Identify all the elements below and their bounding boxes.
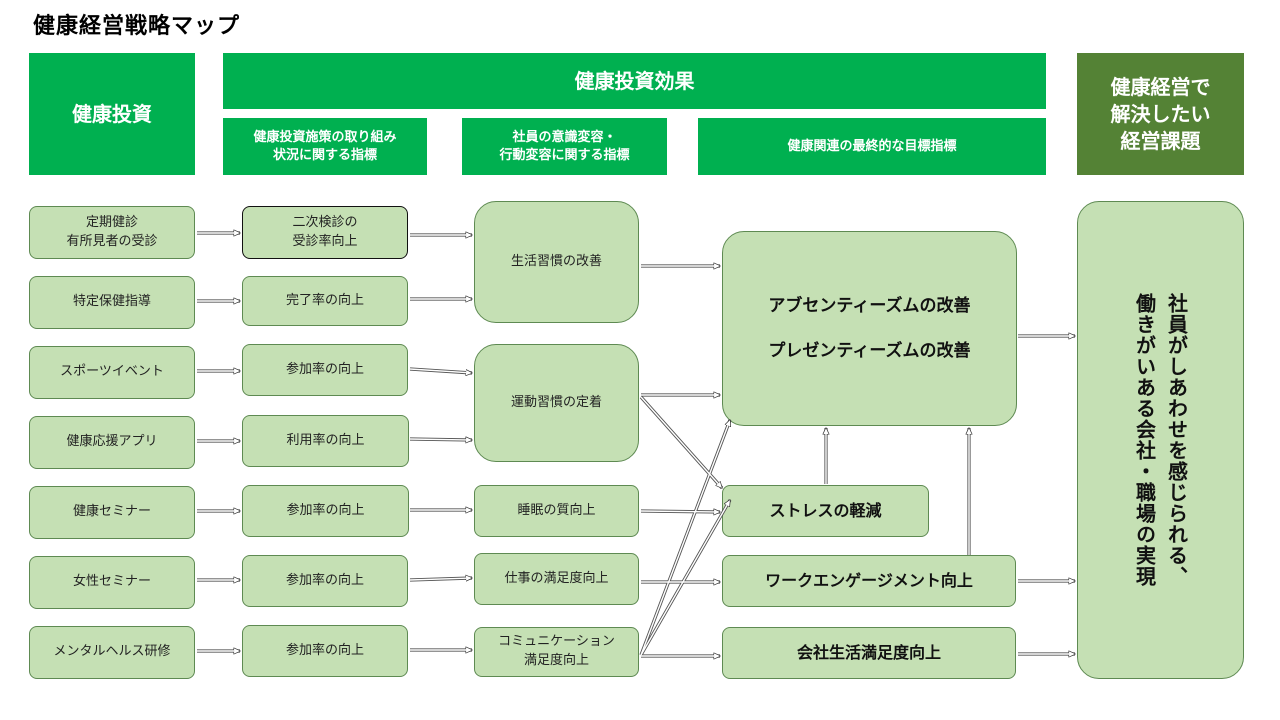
investment-sports-event: スポーツイベント bbox=[29, 346, 195, 399]
arrow-inner-12 bbox=[409, 577, 467, 581]
goal-stress: ストレスの軽減 bbox=[722, 485, 929, 537]
arrow-inner-17 bbox=[640, 510, 715, 513]
goal-absenteeism-presenteeism: アブセンティーズムの改善 プレゼンティーズムの改善 bbox=[722, 231, 1017, 426]
final-goal-text: 社員がしあわせを感じられる、 働きがいある会社・職場の実現 bbox=[1132, 293, 1189, 587]
page-title: 健康経営戦略マップ bbox=[33, 14, 241, 39]
arrow-inner-20 bbox=[640, 425, 729, 656]
indicator-participation-sports: 参加率の向上 bbox=[242, 344, 408, 396]
final-goal-box: 社員がしあわせを感じられる、 働きがいある会社・職場の実現 bbox=[1077, 201, 1244, 679]
header-effect: 健康投資効果 bbox=[223, 53, 1046, 109]
header-management-issue: 健康経営で 解決したい 経営課題 bbox=[1077, 53, 1244, 175]
investment-mental-health: メンタルヘルス研修 bbox=[29, 626, 195, 679]
indicator-second-checkup: 二次検診の 受診率向上 bbox=[242, 206, 408, 259]
behavior-job-satisfaction: 仕事の満足度向上 bbox=[474, 553, 639, 605]
indicator-usage: 利用率の向上 bbox=[242, 415, 409, 467]
behavior-exercise: 運動習慣の定着 bbox=[474, 344, 639, 462]
indicator-participation-mental: 参加率の向上 bbox=[242, 625, 408, 677]
investment-women-seminar: 女性セミナー bbox=[29, 556, 195, 609]
behavior-communication: コミュニケーション 満足度向上 bbox=[474, 627, 639, 677]
header-investment: 健康投資 bbox=[29, 53, 195, 175]
indicator-completion: 完了率の向上 bbox=[242, 276, 408, 326]
header-effect-behavior: 社員の意識変容・ 行動変容に関する指標 bbox=[462, 118, 667, 175]
arrow-inner-16 bbox=[640, 396, 719, 484]
header-effect-final: 健康関連の最終的な目標指標 bbox=[698, 118, 1046, 175]
investment-checkup: 定期健診 有所見者の受診 bbox=[29, 206, 195, 259]
goal-engagement: ワークエンゲージメント向上 bbox=[722, 555, 1016, 607]
header-effect-activity: 健康投資施策の取り組み 状況に関する指標 bbox=[223, 118, 427, 175]
goal-company-satisfaction: 会社生活満足度向上 bbox=[722, 627, 1016, 679]
indicator-participation-women: 参加率の向上 bbox=[242, 555, 408, 607]
arrow-inner-21 bbox=[640, 504, 728, 656]
investment-specific-guidance: 特定保健指導 bbox=[29, 276, 195, 329]
arrow-inner-9 bbox=[409, 368, 467, 374]
indicator-participation-seminar: 参加率の向上 bbox=[242, 485, 409, 537]
investment-health-seminar: 健康セミナー bbox=[29, 486, 195, 539]
behavior-lifestyle: 生活習慣の改善 bbox=[474, 201, 639, 323]
investment-health-app: 健康応援アプリ bbox=[29, 416, 195, 469]
behavior-sleep: 睡眠の質向上 bbox=[474, 485, 639, 537]
arrow-inner-10 bbox=[409, 438, 467, 441]
